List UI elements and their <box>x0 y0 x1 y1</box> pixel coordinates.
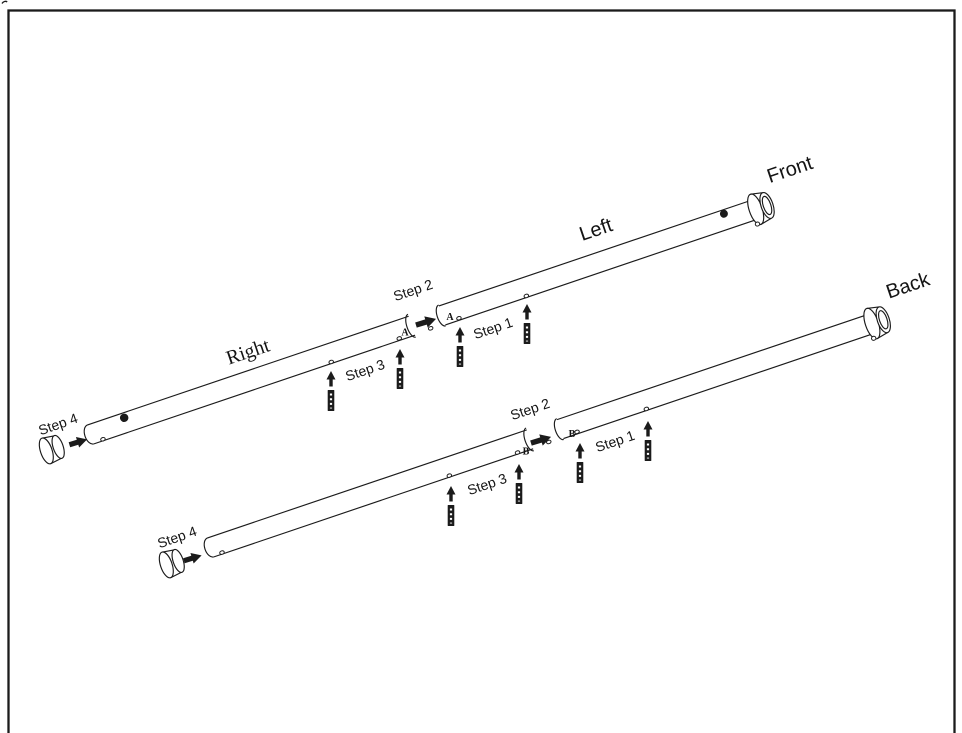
push-pin <box>455 327 465 367</box>
cap-insert-arrow <box>183 553 202 564</box>
top-rail-end-cap <box>38 434 65 465</box>
joint-sleeve-arc <box>435 304 446 327</box>
push-pin <box>395 349 405 389</box>
pin-hole <box>871 335 877 341</box>
label-step-4-bottom: Step 4 <box>155 523 199 551</box>
push-pin <box>326 371 336 411</box>
bottom-rail-open-end-arc <box>203 537 215 558</box>
snap-button-dot <box>119 413 129 422</box>
label-step-2-bottom: Step 2 <box>508 395 552 423</box>
back-end-ring <box>863 306 891 340</box>
joint-insert-arrow <box>530 434 552 446</box>
label-step-2-top: Step 2 <box>391 276 435 304</box>
tube-edge <box>445 218 758 326</box>
label-left-section: Left <box>577 214 616 246</box>
joint-sleeve-arc <box>553 418 564 441</box>
pin-hole <box>427 326 434 331</box>
marker-a-left: A <box>401 328 409 339</box>
corner-mark <box>1 0 8 4</box>
bottom-rail-end-cap <box>158 548 185 579</box>
joint-insert-arrow <box>415 316 437 328</box>
push-pin <box>514 464 524 504</box>
tube-edge <box>563 333 874 440</box>
pin-hole <box>514 450 521 455</box>
pin-hole <box>754 221 761 227</box>
tube-edge <box>438 199 751 307</box>
label-back: Back <box>883 268 933 303</box>
tube-edge <box>213 448 534 558</box>
pin-hole <box>396 336 402 341</box>
pin-hole <box>328 359 334 365</box>
push-pin <box>522 304 532 344</box>
snap-button-dot <box>719 209 728 218</box>
joint-sleeve-arc <box>523 427 534 452</box>
tube-edge <box>93 334 416 445</box>
top-rail <box>83 191 775 445</box>
label-step-1-top: Step 1 <box>471 314 515 342</box>
push-pin <box>575 443 585 483</box>
joint-sleeve-arc <box>405 313 416 338</box>
pin-hole <box>100 436 106 442</box>
marker-b-left: B <box>523 447 530 458</box>
label-step-3-bottom: Step 3 <box>465 470 509 498</box>
push-pin <box>446 486 456 526</box>
tube-edge <box>87 315 409 426</box>
pin-hole <box>546 439 552 445</box>
marker-b-right: B <box>569 429 576 440</box>
top-rail-open-end-arc <box>83 424 95 445</box>
marker-a-right: A <box>446 312 454 323</box>
pin-hole <box>643 406 650 412</box>
front-end-ring <box>747 191 775 226</box>
pin-hole <box>446 473 453 478</box>
pin-hole <box>456 315 462 321</box>
bottom-rail <box>203 306 891 558</box>
label-front: Front <box>764 152 816 188</box>
pin-hole <box>523 293 530 299</box>
cap-insert-arrow <box>68 437 88 448</box>
label-step-4-top: Step 4 <box>36 410 80 438</box>
tube-edge <box>556 314 867 421</box>
push-pin <box>643 421 653 461</box>
label-step-1-bottom: Step 1 <box>593 427 637 455</box>
pin-hole <box>574 429 580 435</box>
pin-hole <box>219 550 225 555</box>
label-step-3-top: Step 3 <box>343 356 387 384</box>
page-border <box>7 9 956 733</box>
tube-edge <box>207 429 527 539</box>
